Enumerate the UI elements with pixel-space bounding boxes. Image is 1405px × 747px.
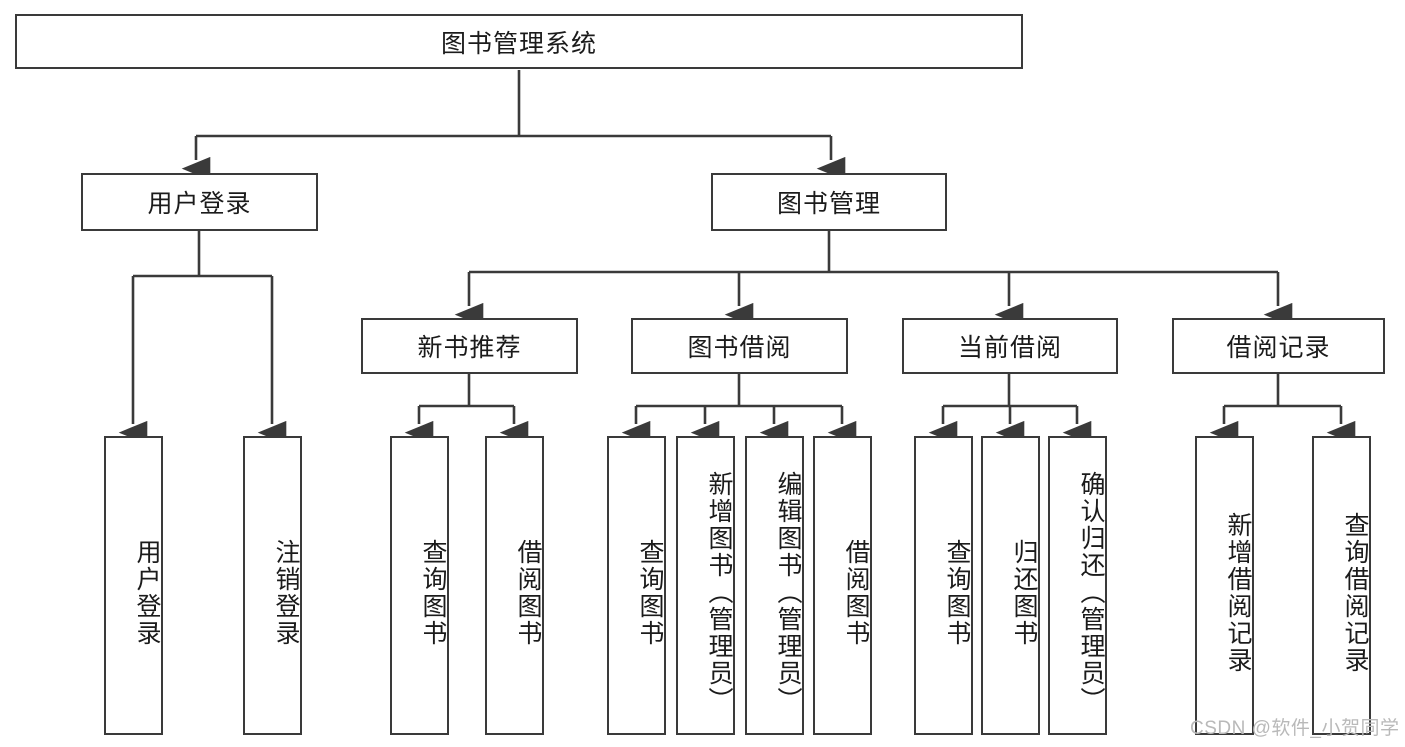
node-root-label: 图书管理系统 xyxy=(440,29,597,58)
leaf-borrow-book-1[interactable]: 借阅图书 xyxy=(485,436,544,735)
node-new-book-rec[interactable]: 新书推荐 xyxy=(361,318,578,374)
leaf-user-login-label: 用户登录 xyxy=(133,538,161,647)
leaf-add-book-label: 新增图书（管理员） xyxy=(705,471,733,714)
csdn-watermark: CSDN @软件_小贺同学 xyxy=(1190,718,1400,739)
leaf-user-logout[interactable]: 注销登录 xyxy=(243,436,302,735)
node-book-borrow[interactable]: 图书借阅 xyxy=(631,318,848,374)
leaf-edit-book[interactable]: 编辑图书（管理员） xyxy=(745,436,804,735)
leaf-query-book-2-label: 查询图书 xyxy=(636,538,664,647)
node-root[interactable]: 图书管理系统 xyxy=(15,14,1023,69)
node-user-login[interactable]: 用户登录 xyxy=(81,173,318,231)
leaf-borrow-book-2-label: 借阅图书 xyxy=(842,538,870,647)
leaf-return-book-label: 归还图书 xyxy=(1010,538,1038,647)
leaf-query-record[interactable]: 查询借阅记录 xyxy=(1312,436,1371,735)
leaf-query-book-3-label: 查询图书 xyxy=(943,538,971,647)
leaf-confirm-return-label: 确认归还（管理员） xyxy=(1077,471,1105,714)
node-user-login-label: 用户登录 xyxy=(147,190,252,218)
leaf-add-record-label: 新增借阅记录 xyxy=(1224,511,1252,674)
leaf-user-login[interactable]: 用户登录 xyxy=(104,436,163,735)
leaf-query-book-1-label: 查询图书 xyxy=(419,538,447,647)
node-book-manage-label: 图书管理 xyxy=(776,190,881,218)
leaf-confirm-return[interactable]: 确认归还（管理员） xyxy=(1048,436,1107,735)
leaf-edit-book-label: 编辑图书（管理员） xyxy=(774,471,802,714)
node-new-book-rec-label: 新书推荐 xyxy=(417,334,522,362)
leaf-borrow-book-2[interactable]: 借阅图书 xyxy=(813,436,872,735)
node-borrow-record-label: 借阅记录 xyxy=(1226,334,1331,362)
node-current-borrow[interactable]: 当前借阅 xyxy=(902,318,1118,374)
leaf-user-logout-label: 注销登录 xyxy=(272,538,300,647)
node-current-borrow-label: 当前借阅 xyxy=(957,334,1062,362)
leaf-query-book-2[interactable]: 查询图书 xyxy=(607,436,666,735)
leaf-return-book[interactable]: 归还图书 xyxy=(981,436,1040,735)
node-book-borrow-label: 图书借阅 xyxy=(687,334,792,362)
leaf-query-record-label: 查询借阅记录 xyxy=(1341,511,1369,674)
leaf-add-book[interactable]: 新增图书（管理员） xyxy=(676,436,735,735)
leaf-query-book-3[interactable]: 查询图书 xyxy=(914,436,973,735)
leaf-borrow-book-1-label: 借阅图书 xyxy=(514,538,542,647)
leaf-add-record[interactable]: 新增借阅记录 xyxy=(1195,436,1254,735)
node-book-manage[interactable]: 图书管理 xyxy=(711,173,947,231)
node-borrow-record[interactable]: 借阅记录 xyxy=(1172,318,1385,374)
leaf-query-book-1[interactable]: 查询图书 xyxy=(390,436,449,735)
